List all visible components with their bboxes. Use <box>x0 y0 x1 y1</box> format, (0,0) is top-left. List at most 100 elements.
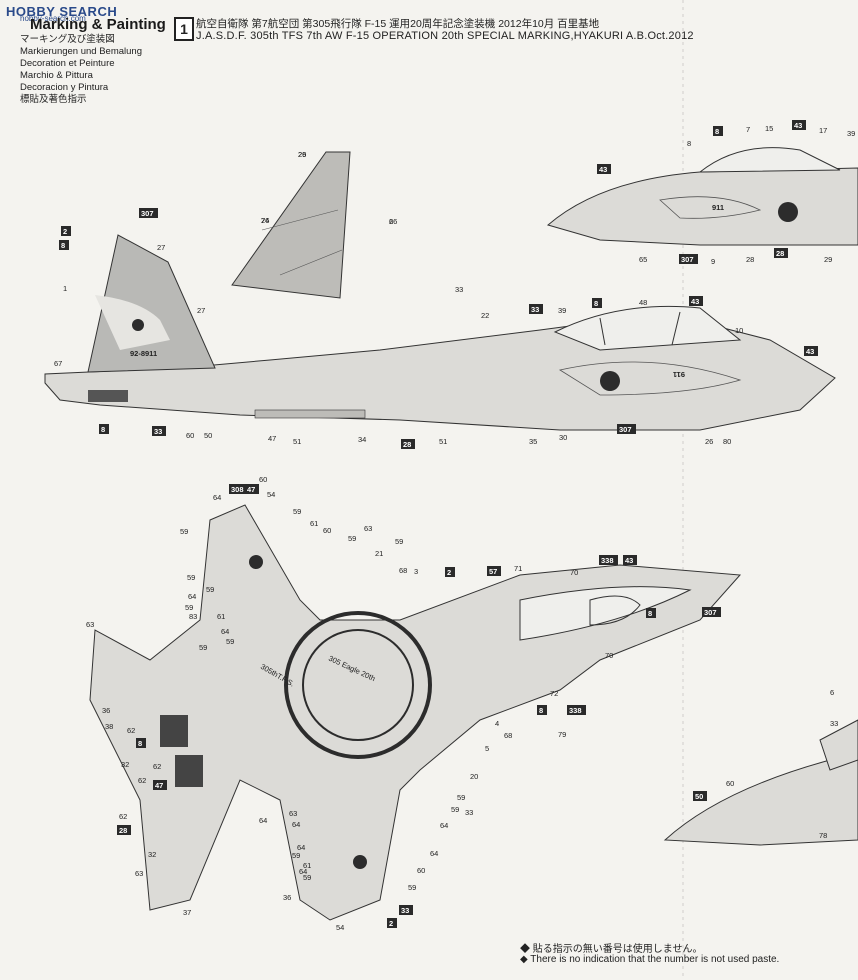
callout-box <box>617 424 636 434</box>
callout-box <box>623 555 637 565</box>
callout-number: 65 <box>639 255 647 264</box>
callout-number: 68 <box>504 731 512 740</box>
callout-number: 59 <box>408 883 416 892</box>
callout-box <box>59 240 69 250</box>
callout-boxed-number: 307 <box>704 608 717 617</box>
callout-boxed-number: 33 <box>154 427 162 436</box>
callout-number: 64 <box>213 493 221 502</box>
callout-number: 10 <box>735 326 743 335</box>
callout-number: 30 <box>559 433 567 442</box>
lang-de: Markierungen und Bemalung <box>20 46 142 57</box>
callout-boxed-number: 8 <box>61 241 65 250</box>
callout-number: 63 <box>86 620 94 629</box>
note-jp-text: 貼る指示の無い番号は使用しません。 <box>532 944 703 955</box>
callout-boxed-number: 28 <box>776 249 784 258</box>
callout-number: 64 <box>440 821 448 830</box>
callout-number: 70 <box>570 568 578 577</box>
callout-number: 68 <box>399 566 407 575</box>
callout-number: 9 <box>711 257 715 266</box>
callout-box <box>153 780 167 790</box>
callout-boxed-number: 8 <box>648 609 652 618</box>
page-title: Marking & Painting <box>30 16 166 33</box>
lang-it: Marchio & Pittura <box>20 70 93 81</box>
callout-box <box>61 226 71 236</box>
callout-number: 29 <box>824 255 832 264</box>
callout-number: 26 <box>261 216 269 225</box>
lang-fr: Decoration et Peinture <box>20 58 115 69</box>
callout-box <box>693 791 707 801</box>
callout-boxed-number: 43 <box>691 297 699 306</box>
callout-boxed-number: 43 <box>806 347 814 356</box>
callout-number: 27 <box>197 306 205 315</box>
callout-number: 59 <box>185 603 193 612</box>
serial-number-side: 92-8911 <box>130 349 157 358</box>
callout-box <box>445 567 455 577</box>
callout-box <box>804 346 818 356</box>
side-view-aircraft <box>44 234 836 431</box>
callout-box <box>136 738 146 748</box>
callout-box <box>774 248 788 258</box>
callout-number: 61 <box>310 519 318 528</box>
callout-box <box>537 705 547 715</box>
callout-number: 64 <box>292 820 300 829</box>
lang-jp: マーキング及び塗装図 <box>20 34 115 45</box>
note-en: ◆ There is no indication that the number… <box>520 954 780 965</box>
callout-number: 2 <box>389 217 393 226</box>
callout-number: 64 <box>259 816 267 825</box>
callout-number: 61 <box>217 612 225 621</box>
callout-box <box>599 555 618 565</box>
callout-box <box>399 905 413 915</box>
callout-number: 29 <box>298 150 306 159</box>
callout-boxed-number: 28 <box>119 826 127 835</box>
callout-number: 63 <box>289 809 297 818</box>
callout-number: 59 <box>199 643 207 652</box>
callout-boxed-number: 57 <box>489 567 497 576</box>
callout-number: 59 <box>457 793 465 802</box>
callout-number: 62 <box>138 776 146 785</box>
callout-number: 3 <box>414 567 418 576</box>
callout-number: 71 <box>514 564 522 573</box>
callout-boxed-number: 43 <box>625 556 633 565</box>
callout-box <box>679 254 698 264</box>
callout-boxed-number: 43 <box>794 121 802 130</box>
callout-box <box>387 918 397 928</box>
callout-number: 78 <box>819 831 827 840</box>
callout-boxed-number: 8 <box>539 706 543 715</box>
callout-number: 59 <box>206 585 214 594</box>
callout-box <box>567 705 586 715</box>
callout-number: 38 <box>105 722 113 731</box>
callout-boxed-number: 2 <box>63 227 67 236</box>
callout-number: 62 <box>153 762 161 771</box>
section-number: 1 <box>174 17 194 41</box>
callout-number: 80 <box>723 437 731 446</box>
callout-box <box>117 825 131 835</box>
callout-box <box>139 208 158 218</box>
callout-number: 22 <box>481 311 489 320</box>
callout-box <box>713 126 723 136</box>
callout-boxed-number: 28 <box>403 440 411 449</box>
callout-boxed-number: 307 <box>141 209 154 218</box>
callout-number: 21 <box>375 549 383 558</box>
lang-cn: 標貼及著色指示 <box>20 94 87 105</box>
callout-boxed-number: 8 <box>138 739 142 748</box>
callout-boxed-number: 33 <box>401 906 409 915</box>
callout-number: 50 <box>204 431 212 440</box>
callout-number: 60 <box>323 526 331 535</box>
callout-number: 64 <box>299 867 307 876</box>
callout-number: 17 <box>819 126 827 135</box>
callout-number: 5 <box>485 744 489 753</box>
callout-number: 39 <box>847 129 855 138</box>
callout-number: 33 <box>455 285 463 294</box>
callout-boxed-number: 47 <box>155 781 163 790</box>
callout-number: 20 <box>470 772 478 781</box>
title-en: J.A.S.D.F. 305th TFS 7th AW F-15 OPERATI… <box>196 30 694 42</box>
callout-number: 59 <box>293 507 301 516</box>
callout-number: 15 <box>765 124 773 133</box>
callout-number: 64 <box>430 849 438 858</box>
callout-box <box>646 608 656 618</box>
callout-number: 36 <box>283 893 291 902</box>
callout-number: 27 <box>157 243 165 252</box>
callout-number: 59 <box>292 851 300 860</box>
callout-number: 59 <box>180 527 188 536</box>
